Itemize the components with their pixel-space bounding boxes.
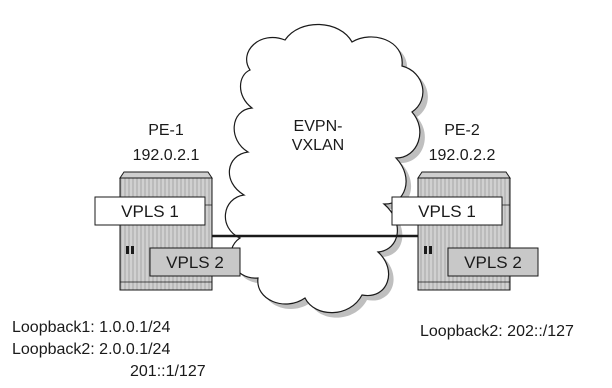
evpn-vxlan-cloud	[225, 24, 423, 312]
pe1-vpls2-label: VPLS 2	[166, 253, 224, 272]
pe2-address: 192.0.2.2	[429, 147, 496, 164]
pe1-vpls1-label: VPLS 1	[121, 202, 179, 221]
pe1-loopback-line2: Loopback2: 2.0.0.1/24	[12, 341, 170, 358]
pe2-loopback-line1: Loopback2: 202::/127	[420, 323, 574, 340]
pe2-vpls2-label: VPLS 2	[464, 253, 522, 272]
pe1-loopback-line3: 201::1/127	[130, 363, 206, 380]
pe1-address: 192.0.2.1	[133, 147, 200, 164]
cloud-label-line1: EVPN-	[294, 118, 343, 135]
pe1-name: PE-1	[148, 122, 184, 139]
pe2-name: PE-2	[444, 122, 480, 139]
cloud-label-line2: VXLAN	[292, 137, 344, 154]
pe2-vpls1-label: VPLS 1	[418, 202, 476, 221]
pe1-loopback-line1: Loopback1: 1.0.0.1/24	[12, 319, 170, 336]
